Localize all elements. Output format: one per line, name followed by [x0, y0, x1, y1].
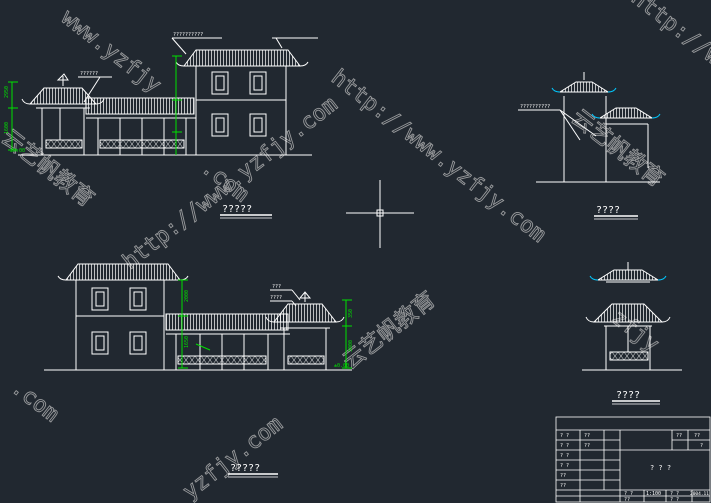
crosshair-cursor-icon — [346, 180, 414, 248]
front-elevation[interactable] — [18, 37, 318, 156]
rear-elevation-dimensions — [178, 279, 352, 369]
tb-left-3: ? ? — [560, 453, 569, 459]
front-dim-top-label: ?????????? — [173, 32, 203, 38]
tb-center-label: ? ? ? — [650, 464, 671, 472]
watermark-5: www.yzfjy — [56, 5, 165, 98]
side-elevation-title-text: ???? — [596, 205, 620, 216]
tb-bottom-5: ?? — [624, 497, 630, 503]
side-elevation[interactable] — [518, 72, 661, 183]
rear-dim-1: 350 — [348, 309, 354, 318]
rear-dim-5: ±0.00 — [334, 363, 349, 369]
side-elevation-labels: ?????????? — [520, 104, 550, 110]
corridor-rear — [165, 313, 290, 370]
building-front — [175, 49, 309, 155]
pavilion-elevation-title-text: ???? — [616, 390, 640, 401]
side-note-label: ?????????? — [520, 104, 550, 110]
rear-dim-3: 1650 — [184, 336, 190, 348]
front-dim-2: 1600 — [4, 122, 10, 134]
pavilion-elevation[interactable] — [582, 262, 682, 371]
front-elevation-dimensions — [8, 55, 182, 155]
rear-note-2: ???? — [270, 295, 282, 301]
watermark-1: http://www.yzfjy.com — [326, 65, 550, 248]
tb-bottom-1: ? ? — [624, 491, 633, 497]
front-elevation-labels: ?????????? ?????? 2950 1600 ±0.00 — [4, 32, 203, 154]
rear-elevation-title: ????? — [228, 463, 278, 478]
watermark-7: yzfjy.com — [178, 412, 287, 503]
side-roof-upper — [551, 72, 617, 182]
pavilion-elevation-title: ???? — [612, 390, 660, 405]
side-elevation-title: ???? — [594, 205, 638, 220]
front-elevation-title-text: ????? — [222, 204, 252, 215]
tb-left-4: ? ? — [560, 463, 569, 469]
tb-bottom-3: ? ? — [670, 491, 679, 497]
watermark-8: .com — [6, 375, 63, 427]
rear-elevation[interactable] — [44, 263, 352, 371]
tb-bottom-6: ? ? — [670, 497, 679, 503]
tb-bottom-4: 2004.11 — [690, 491, 709, 497]
front-dim-3: ±0.00 — [10, 148, 25, 154]
rear-elevation-title-text: ????? — [230, 463, 260, 474]
title-block-text: ? ? ? ? ? ? ? ? ?? ?? ?? ?? ? ? ? ?? ?? … — [560, 433, 709, 503]
tb-left-8: ?? — [584, 443, 590, 449]
tb-left-2: ? ? — [560, 443, 569, 449]
title-block — [555, 416, 711, 503]
rear-dim-4: 3000 — [348, 340, 354, 352]
tb-right-3: ? — [700, 443, 703, 449]
tb-right-2: ?? — [694, 433, 700, 439]
front-dim-1: 2950 — [4, 86, 10, 98]
tb-left-6: ?? — [560, 483, 566, 489]
front-note-label: ?????? — [80, 71, 98, 77]
tb-right-1: ?? — [676, 433, 682, 439]
watermark-4: 云艺帆教育 — [338, 287, 440, 374]
side-roof-lower — [591, 107, 661, 168]
tb-bottom-2: 1:100 — [646, 491, 661, 497]
rear-elevation-labels: ??? ???? 350 2000 1650 3000 ±0.00 — [184, 284, 354, 369]
rear-dim-2: 2000 — [184, 290, 190, 302]
tb-left-7: ?? — [584, 433, 590, 439]
corridor-front — [85, 97, 196, 155]
front-elevation-title: ????? — [220, 204, 272, 219]
tb-left-1: ? ? — [560, 433, 569, 439]
pavilion-rear — [265, 291, 345, 370]
tb-left-5: ?? — [560, 473, 566, 479]
rear-note-1: ??? — [272, 284, 281, 290]
watermark-9: http://www.yz — [626, 0, 711, 111]
